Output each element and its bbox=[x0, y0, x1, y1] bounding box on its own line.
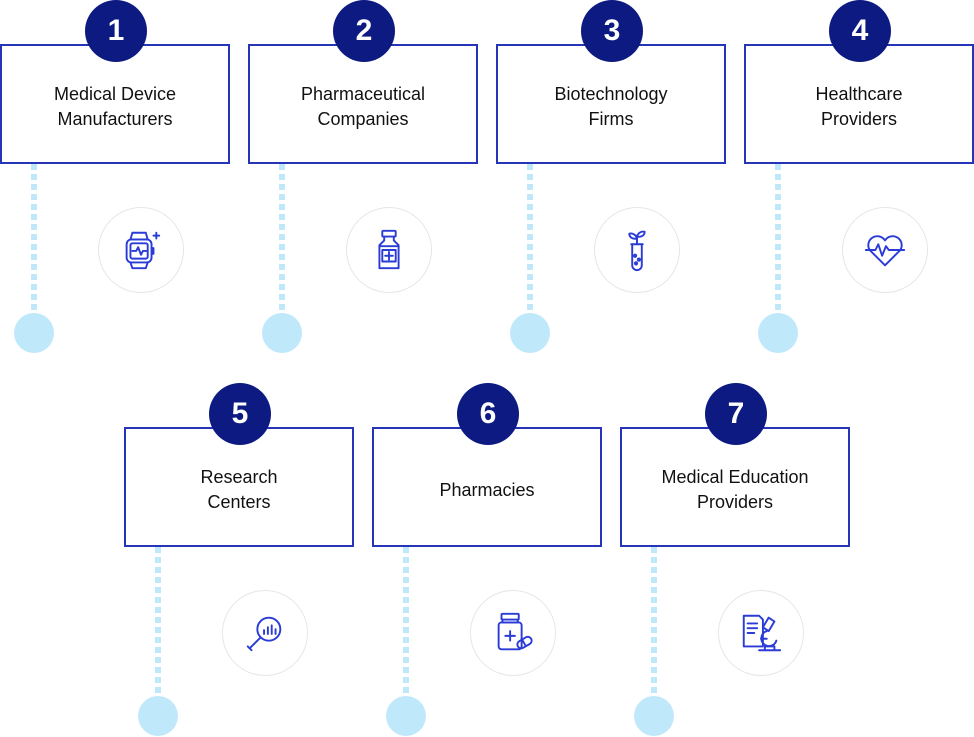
magnifier-chart-icon bbox=[246, 616, 282, 652]
step-number-badge: 5 bbox=[209, 383, 271, 445]
dotted-connector bbox=[775, 164, 781, 312]
step-box: Research Centers bbox=[124, 427, 354, 547]
dotted-connector bbox=[155, 547, 161, 695]
connector-dot bbox=[262, 313, 302, 353]
icon-container bbox=[470, 590, 556, 676]
step-number-badge: 1 bbox=[85, 0, 147, 62]
step-label: Biotechnology Firms bbox=[554, 84, 668, 129]
step-box: Medical Device Manufacturers bbox=[0, 44, 230, 164]
step-number-badge: 6 bbox=[457, 383, 519, 445]
step-label: Healthcare Providers bbox=[815, 84, 903, 129]
step-label: Medical Device Manufacturers bbox=[53, 84, 177, 129]
step-box: Medical Education Providers bbox=[620, 427, 850, 547]
smartwatch-icon bbox=[125, 231, 161, 270]
dotted-connector bbox=[527, 164, 533, 312]
step-label: Research Centers bbox=[200, 467, 278, 512]
step-box: Pharmaceutical Companies bbox=[248, 44, 478, 164]
dotted-connector bbox=[279, 164, 285, 312]
heartbeat-icon bbox=[864, 235, 906, 267]
step-number-badge: 3 bbox=[581, 0, 643, 62]
icon-container bbox=[718, 590, 804, 676]
icon-container bbox=[98, 207, 184, 293]
step-number-badge: 7 bbox=[705, 383, 767, 445]
connector-dot bbox=[634, 696, 674, 736]
step-number-badge: 4 bbox=[829, 0, 891, 62]
connector-dot bbox=[14, 313, 54, 353]
step-label: Pharmaceutical Companies bbox=[300, 84, 426, 129]
icon-container bbox=[222, 590, 308, 676]
connector-dot bbox=[138, 696, 178, 736]
connector-dot bbox=[386, 696, 426, 736]
dotted-connector bbox=[651, 547, 657, 695]
dotted-connector bbox=[403, 547, 409, 695]
icon-container bbox=[594, 207, 680, 293]
step-box: Pharmacies bbox=[372, 427, 602, 547]
medicine-bottle-icon bbox=[378, 229, 400, 270]
microscope-document-icon bbox=[742, 614, 782, 652]
icon-container bbox=[346, 207, 432, 293]
step-label: Pharmacies bbox=[439, 479, 535, 500]
step-box: Biotechnology Firms bbox=[496, 44, 726, 164]
test-tube-plant-icon bbox=[628, 230, 646, 272]
pills-bottle-icon bbox=[497, 612, 533, 651]
connector-dot bbox=[758, 313, 798, 353]
connector-dot bbox=[510, 313, 550, 353]
step-number-badge: 2 bbox=[333, 0, 395, 62]
dotted-connector bbox=[31, 164, 37, 312]
step-box: Healthcare Providers bbox=[744, 44, 974, 164]
icon-container bbox=[842, 207, 928, 293]
step-label: Medical Education Providers bbox=[661, 467, 809, 512]
